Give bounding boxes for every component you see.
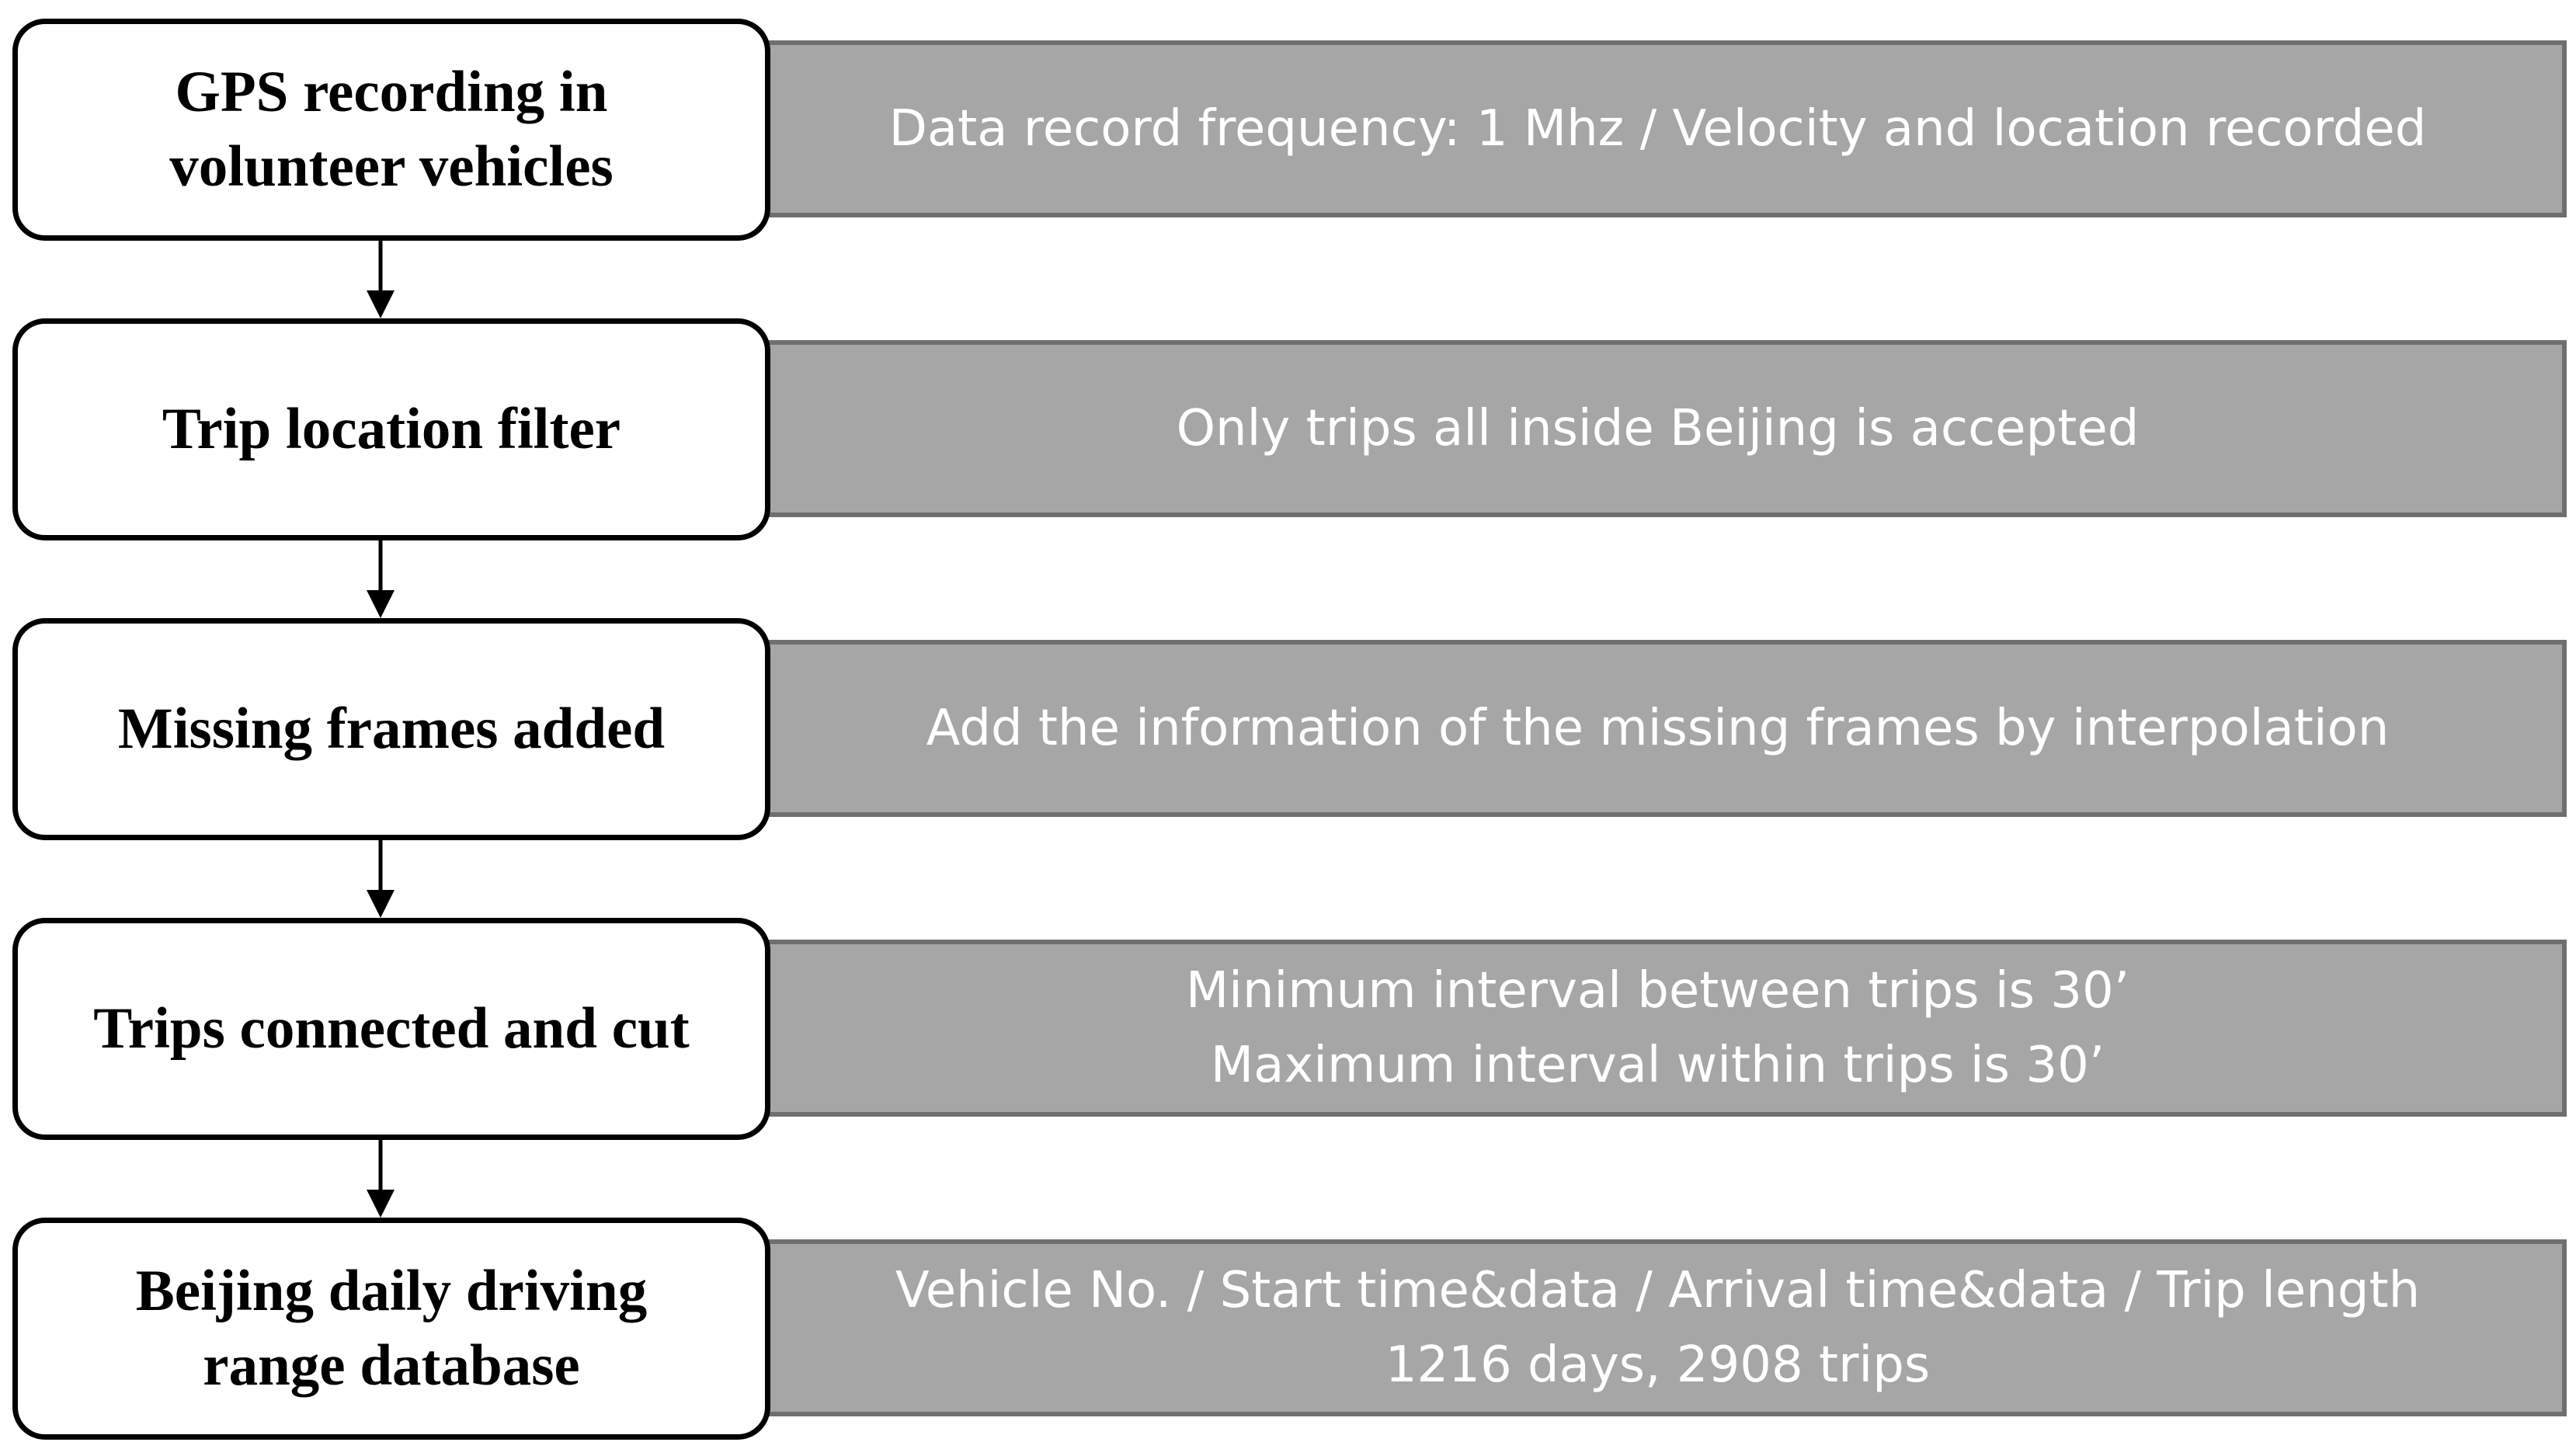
step-box-2: Trip location filter xyxy=(12,318,770,540)
step-4-line-1: Trips connected and cut xyxy=(93,996,690,1061)
step-1-line-2: volunteer vehicles xyxy=(169,134,614,199)
detail-band-3: Add the information of the missing frame… xyxy=(753,640,2567,817)
detail-band-5: Vehicle No. / Start time&data / Arrival … xyxy=(753,1239,2567,1416)
step-1-line-1: GPS recording in xyxy=(175,60,608,124)
step-3-line-1: Missing frames added xyxy=(117,697,666,761)
arrow-down-icon xyxy=(367,540,395,618)
step-box-1: GPS recording in volunteer vehicles xyxy=(12,19,770,241)
step-box-4: Trips connected and cut xyxy=(12,918,770,1140)
arrow-down-icon xyxy=(367,241,395,318)
detail-band-4: Minimum interval between trips is 30’ Ma… xyxy=(753,940,2567,1117)
arrow-down-icon xyxy=(367,1140,395,1218)
detail-4-line-2: Maximum interval within trips is 30’ xyxy=(1210,1037,2105,1094)
step-5-line-2: range database xyxy=(203,1333,580,1398)
detail-5-line-2: 1216 days, 2908 trips xyxy=(1385,1336,1931,1394)
step-2-line-1: Trip location filter xyxy=(162,397,621,461)
detail-band-1: Data record frequency: 1 Mhz / Velocity … xyxy=(753,40,2567,217)
detail-5-line-1: Vehicle No. / Start time&data / Arrival … xyxy=(895,1262,2421,1319)
arrow-down-icon xyxy=(367,840,395,918)
detail-2-line-1: Only trips all inside Beijing is accepte… xyxy=(1176,400,2140,457)
step-box-5: Beijing daily driving range database xyxy=(12,1218,770,1440)
detail-band-2: Only trips all inside Beijing is accepte… xyxy=(753,340,2567,517)
detail-1-line-1: Data record frequency: 1 Mhz / Velocity … xyxy=(888,100,2427,158)
step-box-3: Missing frames added xyxy=(12,618,770,840)
detail-3-line-1: Add the information of the missing frame… xyxy=(926,700,2390,757)
detail-4-line-1: Minimum interval between trips is 30’ xyxy=(1185,962,2130,1020)
step-5-line-1: Beijing daily driving xyxy=(135,1259,648,1323)
